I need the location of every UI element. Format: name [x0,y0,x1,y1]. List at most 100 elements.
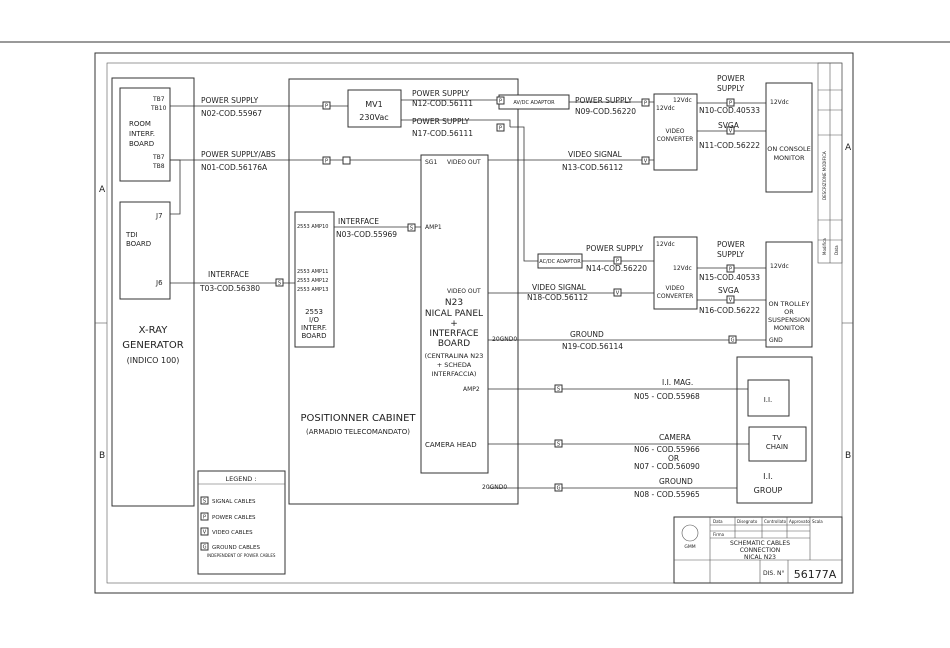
svg-text:S: S [278,281,281,287]
legend-note: INDEPENDENT OF POWER CABLES [207,553,276,558]
cable-n01-name: POWER SUPPLY/ABS [201,150,276,159]
svg-text:Approvato: Approvato [789,519,810,524]
tv-chain [748,426,807,462]
svg-text:G: G [557,486,561,492]
conv2-12vdc-out: 12Vdc [673,265,692,272]
trolley-monitor-label-3: SUSPENSION [768,316,810,324]
svg-text:P: P [203,515,206,521]
cable-n10-name: POWER [717,74,745,83]
io-interface-board [294,211,335,348]
svg-text:P: P [729,267,732,273]
svg-text:S: S [203,499,206,505]
svg-text:S: S [557,387,560,393]
tdi-board [119,201,171,300]
company-name: GMM [684,544,695,550]
cable-n03-name: INTERFACE [338,217,379,226]
legend-title: LEGEND : [226,475,257,483]
tdi-j6: J6 [155,279,163,287]
svg-text:P: P [729,101,732,107]
n23-nical-panel [420,154,489,474]
av-dc-adaptor-label: AV/DC ADAPTOR [513,100,555,106]
room-tb8: TB8 [152,163,165,170]
cable-n11-code: N11-COD.56222 [699,141,760,150]
cable-n13-name: VIDEO SIGNAL [568,150,623,159]
n23-video-out-1: VIDEO OUT [447,159,481,166]
legend-ground: GROUND CABLES [212,545,260,551]
svg-text:P: P [325,104,328,110]
cable-n06-or: OR [668,454,679,463]
conv2-label-1: VIDEO [665,285,684,292]
n23-label-6: (CENTRALINA N23 [425,352,484,360]
svg-text:Disegnato: Disegnato [737,519,758,524]
tv-chain-label-1: TV [771,434,781,442]
io-label-2: I/O [309,316,319,324]
cable-n19-name: GROUND [570,330,604,339]
room-label-2: INTERF. [129,130,155,138]
io-label-4: BOARD [301,332,326,340]
drawing-title-1: SCHEMATIC CABLES [730,540,790,547]
cable-n14-name: POWER SUPPLY [586,244,644,253]
xray-label-1: X-RAY [139,325,169,336]
conv1-label-2: CONVERTER [657,136,694,143]
n23-label-3: + [450,319,458,329]
svg-text:V: V [729,129,733,135]
cable-n13-code: N13-COD.56112 [562,163,623,172]
cabinet-ground: 20GND0 [482,484,507,491]
svg-text:P: P [499,99,502,105]
zone-b-right: B [845,451,851,461]
cable-n01-code: N01-COD.56176A [201,163,268,172]
title-block: Data Firma Disegnato Controllato Approva… [673,516,843,584]
console-monitor [765,82,813,193]
trolley-monitor-gnd: GND [769,337,783,344]
cable-wires [170,99,766,489]
trolley-monitor-label-4: MONITOR [773,324,805,332]
io-amp11: 2553 AMP11 [297,269,328,275]
room-tb7b: TB7 [152,154,165,161]
cable-n09-code: N09-COD.56220 [575,107,636,116]
xray-label-3: (INDICO 100) [127,356,180,365]
ac-dc-adaptor-label: AC/DC ADAPTOR [539,259,581,265]
svg-text:V: V [729,298,733,304]
tdi-j7: J7 [155,212,163,220]
svg-text:V: V [616,291,620,297]
conv2-label-2: CONVERTER [657,293,694,300]
cable-n08-name: GROUND [659,477,693,486]
cable-n02-code: N02-COD.55967 [201,109,262,118]
cable-n15-name: POWER [717,240,745,249]
conv2-12vdc-in: 12Vdc [656,241,675,248]
svg-text:Controllato: Controllato [764,519,787,524]
company-logo-icon [681,524,699,542]
io-label-1: 2553 [305,308,323,316]
console-monitor-label-1: ON CONSOLE [767,145,811,153]
n23-camera-head: CAMERA HEAD [425,441,477,449]
cable-n19-code: N19-COD.56114 [562,342,623,351]
cabinet-label-2: (ARMADIO TELECOMANDATO) [306,428,410,436]
cable-n14-code: N14-COD.56220 [586,264,647,273]
cabinet-label-1: POSITIONNER CABINET [300,413,416,424]
cable-n03-code: N03-COD.55969 [336,230,397,239]
drawing-number: 56177A [794,568,837,581]
n23-ground-port: 20GND0 [492,336,517,343]
svg-text:P: P [644,101,647,107]
ii-group-label-1: I.I. [763,472,773,481]
cable-n15-name-2: SUPPLY [717,250,744,259]
room-tb910: TB10 [150,105,167,112]
cable-n17-name: POWER SUPPLY [412,117,470,126]
n23-label-8: INTERFACCIA) [432,370,477,378]
zone-b-left: B [99,451,105,461]
console-monitor-label-2: MONITOR [773,154,805,162]
cable-n05-name: I.I. MAG. [662,378,693,387]
tv-chain-label-2: CHAIN [766,443,788,451]
drawing-title-2: CONNECTION [740,547,781,554]
video-converter-1 [653,93,698,171]
image-intensifier [747,379,790,417]
zone-a-left: A [99,185,106,195]
svg-text:G: G [731,338,735,344]
legend-box [197,470,286,575]
n23-amp1: AMP1 [425,224,442,231]
cable-n18-code: N18-COD.56112 [527,293,588,302]
conv1-label-1: VIDEO [665,128,684,135]
cable-n12-code: N12-COD.56111 [412,99,473,108]
ii-label: I.I. [764,396,773,404]
mv1-transformer [347,89,402,128]
